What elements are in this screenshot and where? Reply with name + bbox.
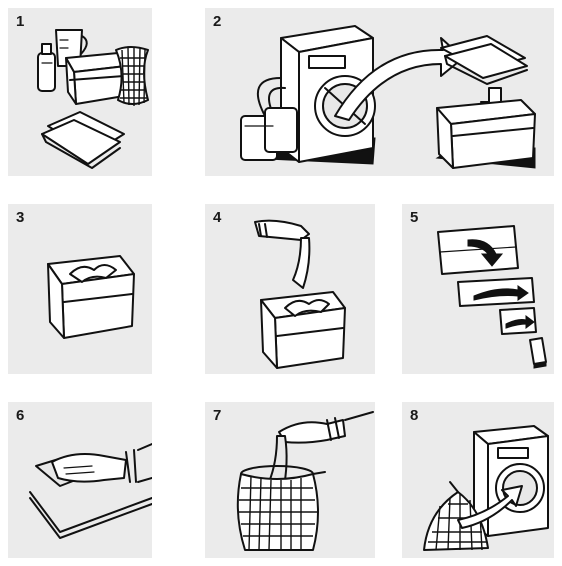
box-with-clothes-icon	[261, 292, 345, 368]
step-panel-1: 1	[8, 8, 152, 176]
cloth-icon	[293, 238, 309, 288]
step-number: 4	[213, 210, 221, 225]
step-panel-5: 5	[402, 204, 554, 374]
folded-clothes-icon	[42, 112, 124, 168]
step-number: 6	[16, 408, 24, 423]
step-1-illustration	[8, 8, 152, 176]
step-6-illustration	[8, 402, 152, 558]
laundry-net-icon	[238, 466, 325, 550]
laundry-net-icon	[116, 47, 148, 106]
table-surface-icon	[30, 492, 152, 538]
fold-step-large	[438, 226, 518, 274]
step-8-illustration	[402, 402, 554, 558]
clothes-stack-icon	[441, 36, 527, 84]
step-number: 5	[410, 210, 418, 225]
step-number: 2	[213, 14, 221, 29]
step-5-illustration	[402, 204, 554, 374]
storage-box-icon	[437, 100, 535, 168]
step-number: 3	[16, 210, 24, 225]
step-panel-7: 7	[205, 402, 375, 558]
step-number: 7	[213, 408, 221, 423]
gloved-hand-icon	[279, 412, 373, 443]
storage-box-icon	[66, 53, 126, 104]
gloved-hand-icon	[52, 444, 152, 482]
step-panel-3: 3	[8, 204, 152, 374]
step-3-illustration	[8, 204, 152, 374]
step-panel-8: 8	[402, 402, 554, 558]
folded-item-icon	[530, 338, 546, 368]
step-2-illustration	[205, 8, 554, 176]
fold-step-medium	[458, 278, 534, 306]
step-panel-2: 2	[205, 8, 554, 176]
step-7-illustration	[205, 402, 375, 558]
box-with-clothes-icon	[48, 256, 134, 338]
step-panel-6: 6	[8, 402, 152, 558]
step-panel-4: 4	[205, 204, 375, 374]
step-4-illustration	[205, 204, 375, 374]
step-number: 1	[16, 14, 24, 29]
fold-step-small	[500, 308, 536, 334]
step-number: 8	[410, 408, 418, 423]
detergent-bottle-icon	[38, 44, 55, 91]
